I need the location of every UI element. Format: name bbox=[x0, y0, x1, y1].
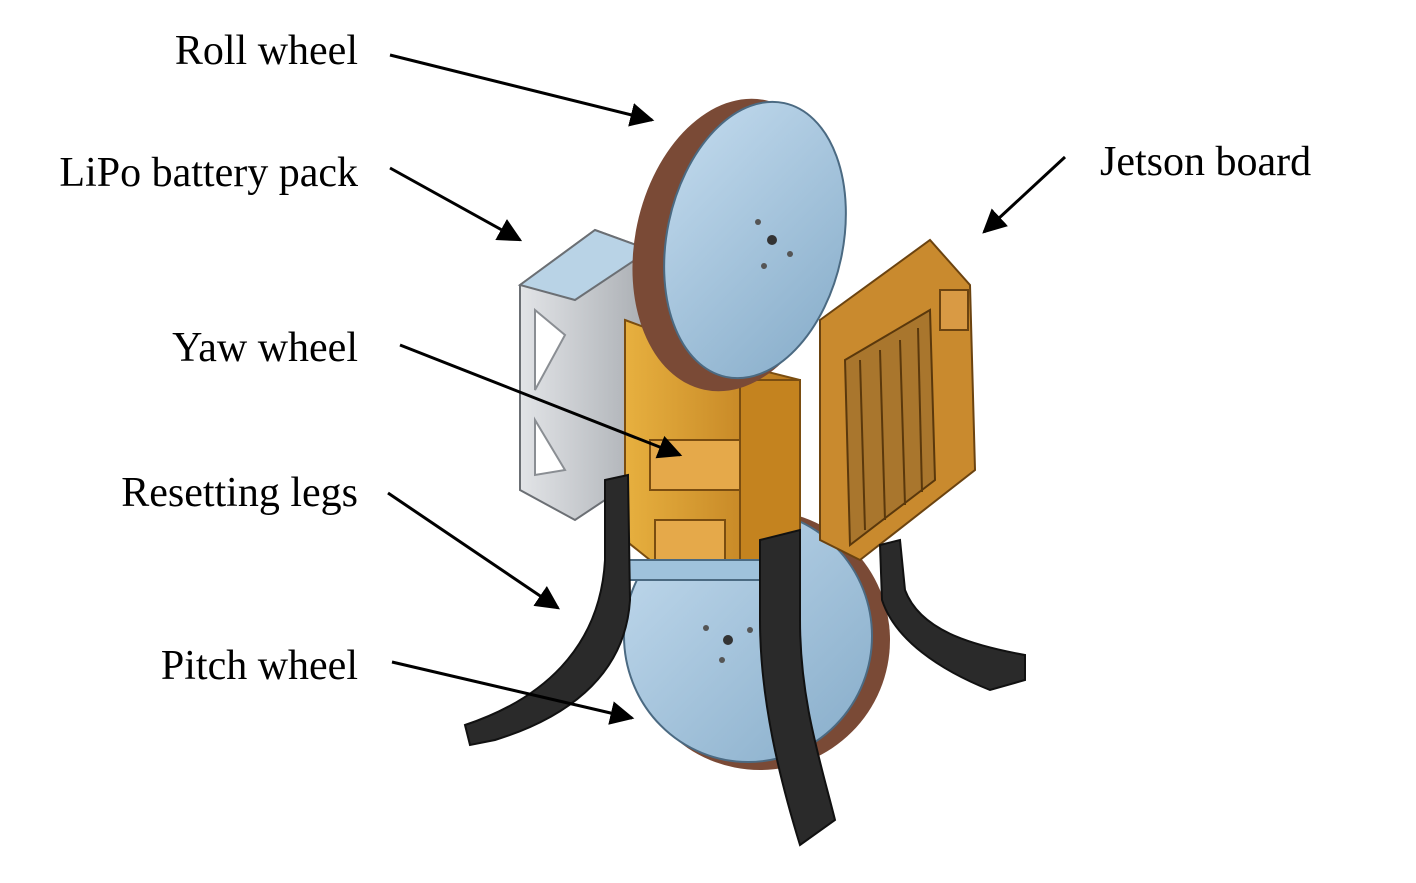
label-battery-pack: LiPo battery pack bbox=[59, 150, 358, 196]
resetting-legs bbox=[463, 473, 1026, 847]
label-yaw-wheel: Yaw wheel bbox=[172, 325, 358, 371]
label-jetson-board: Jetson board bbox=[1100, 139, 1312, 185]
callout-arrows bbox=[387, 53, 1067, 725]
arrow-battery bbox=[389, 166, 523, 242]
jetson-board bbox=[819, 238, 977, 562]
arrow-roll-wheel bbox=[389, 53, 655, 127]
label-roll-wheel: Roll wheel bbox=[174, 28, 358, 74]
label-pitch-wheel: Pitch wheel bbox=[160, 643, 358, 689]
battery-pack bbox=[517, 228, 653, 522]
arrow-resetting-legs bbox=[387, 491, 560, 610]
label-resetting-legs: Resetting legs bbox=[121, 470, 358, 516]
arrow-jetson bbox=[982, 155, 1067, 234]
arrow-yaw-wheel bbox=[399, 343, 683, 459]
arrow-pitch-wheel bbox=[391, 660, 635, 725]
roll-wheel bbox=[632, 98, 847, 392]
